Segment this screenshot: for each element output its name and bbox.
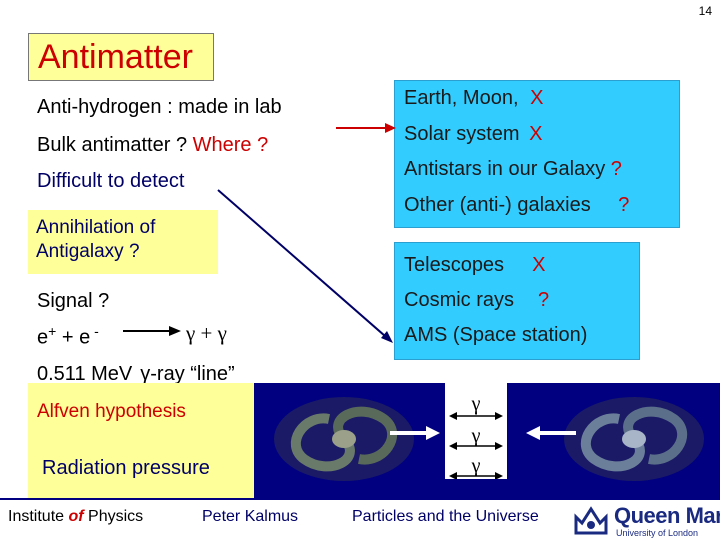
other-galaxies-line: Other (anti-) galaxies ? — [404, 194, 629, 217]
where-question: Where ? — [192, 134, 269, 156]
alfven-box: Alfven hypothesis — [28, 383, 254, 440]
annihilation-line1: Annihilation of — [36, 217, 156, 238]
earth-moon-text: Earth, Moon, — [404, 87, 525, 109]
solar-system-text: Solar system — [404, 123, 526, 145]
slide-title: Antimatter — [28, 33, 214, 81]
course-title: Particles and the Universe — [352, 508, 539, 525]
gamma-1: γ — [471, 393, 481, 415]
anti-hydrogen-line: Anti-hydrogen : made in lab — [37, 96, 282, 118]
gamma-3: γ — [471, 455, 481, 477]
cosmic-rays-line: Cosmic rays? — [404, 289, 549, 312]
antistars-text: Antistars in our Galaxy — [404, 158, 611, 180]
footer-rule — [0, 498, 720, 500]
queen-mary-crest-icon — [574, 506, 608, 535]
galaxy-left-icon — [274, 397, 414, 481]
energy-line: 0.511 MeV γ-ray “line” — [37, 363, 235, 386]
bulk-antimatter-line: Bulk antimatter ? Where ? — [37, 134, 268, 157]
telescopes-x: X — [532, 254, 546, 276]
gamma-gamma: γ + γ — [186, 321, 227, 345]
detect-arrow-head — [381, 331, 393, 343]
where-arrow-head — [385, 123, 396, 133]
bulk-antimatter-text: Bulk antimatter ? — [37, 134, 193, 156]
gamma-ray-line: γ-ray “line” — [140, 363, 235, 385]
earth-moon-line: Earth, Moon, X — [404, 87, 543, 110]
detect-arrow-line — [217, 189, 386, 337]
energy-value: 0.511 MeV — [37, 363, 133, 385]
radiation-box: Radiation pressure — [28, 440, 254, 498]
cosmic-rays-question: ? — [538, 289, 550, 311]
antistars-line: Antistars in our Galaxy ? — [404, 158, 622, 181]
signal-line: Signal ? — [37, 290, 110, 312]
reaction-arrow — [123, 326, 181, 336]
other-galaxies-question: ? — [618, 194, 630, 216]
minus-superscript: - — [90, 323, 99, 339]
logo-main-text: Queen Mary — [614, 503, 720, 528]
earth-moon-x: X — [530, 87, 544, 109]
solar-system-line: Solar system X — [404, 123, 543, 146]
institute-text: Institute — [8, 508, 69, 525]
antistars-question: ? — [610, 158, 622, 180]
institute-of-physics: Institute of Physics — [8, 508, 143, 526]
arrow-left-icon — [526, 426, 576, 440]
gamma-arrows — [449, 412, 503, 479]
telescopes-line: Telescopes X — [404, 254, 545, 277]
reaction-line: e+ + e - — [37, 323, 99, 350]
difficult-detect-line: Difficult to detect — [37, 170, 185, 192]
solar-system-x: X — [529, 123, 543, 145]
ams-line: AMS (Space station) — [404, 324, 588, 346]
plus-e-minus: + e — [56, 326, 91, 349]
logo-sub-text: University of London — [616, 528, 699, 538]
galaxy-right-icon — [564, 397, 704, 481]
gamma-2: γ — [471, 425, 481, 447]
author-name: Peter Kalmus — [202, 508, 299, 525]
telescopes-text: Telescopes — [404, 254, 505, 276]
detection-box: Telescopes X Cosmic rays? AMS (Space stat… — [394, 242, 640, 360]
gamma-rays-box: γ γ γ — [445, 383, 507, 479]
cosmic-rays-text: Cosmic rays — [404, 289, 515, 311]
page-number: 14 — [698, 4, 712, 18]
other-galaxies-text: Other (anti-) galaxies — [404, 194, 597, 216]
arrow-right-icon — [390, 426, 440, 440]
physics-text: Physics — [83, 508, 144, 525]
location-box: Earth, Moon, X Solar system X Antistars … — [394, 80, 680, 228]
institute-of: of — [68, 508, 84, 525]
annihilation-box: Annihilation of Antigalaxy ? — [28, 210, 218, 274]
e-plus: e — [37, 326, 49, 349]
queen-mary-logo: Queen Mary University of London — [570, 503, 720, 540]
annihilation-line2: Antigalaxy ? — [36, 241, 140, 262]
plus-superscript: + — [48, 323, 57, 339]
